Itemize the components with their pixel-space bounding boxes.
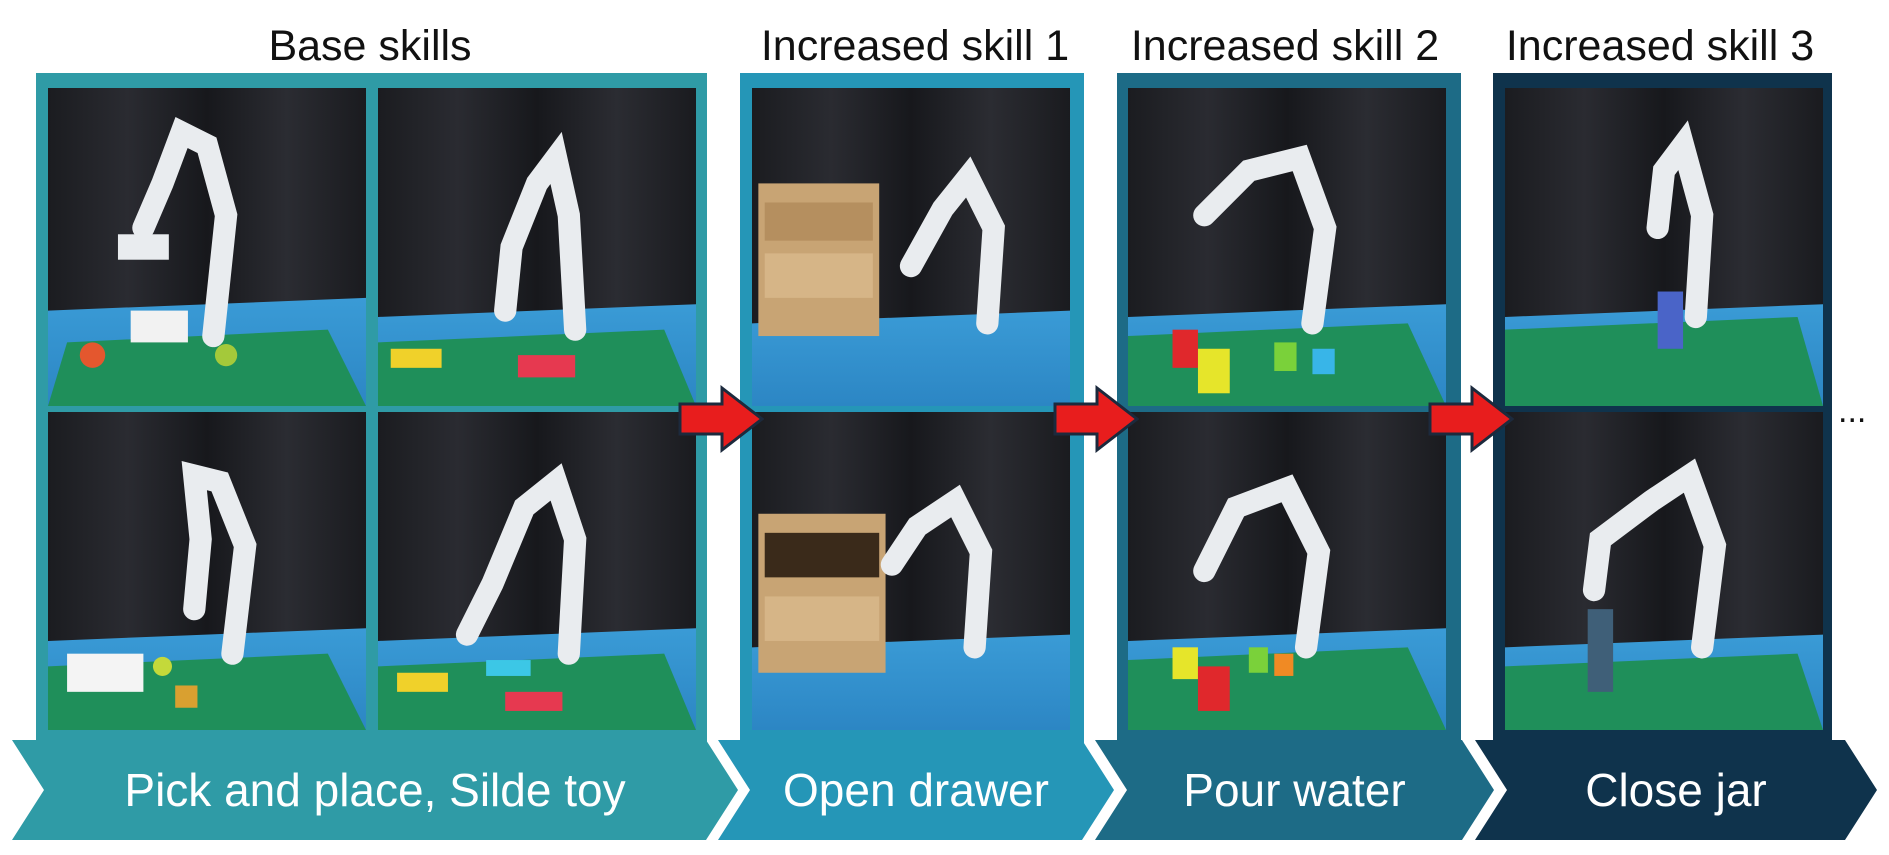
skill-label-close-jar: Close jar: [1585, 764, 1767, 816]
photo-base-skill-4: [378, 412, 696, 730]
transition-arrow-3-icon: [1428, 384, 1514, 454]
skill-label-pour-water: Pour water: [1183, 764, 1406, 816]
stage-title-increased-skill-1: Increased skill 1: [760, 22, 1070, 70]
photo-increased-skill-3-top: [1505, 88, 1823, 406]
photo-increased-skill-2-top: [1128, 88, 1446, 406]
stage-title-increased-skill-3: Increased skill 3: [1505, 22, 1815, 70]
chevron-stage-4: [1475, 740, 1877, 840]
skill-label-open-drawer: Open drawer: [783, 764, 1049, 816]
stage-title-base-skills: Base skills: [268, 22, 472, 70]
chevron-stage-3: [1095, 740, 1494, 840]
photo-base-skill-1: [48, 88, 366, 406]
photo-increased-skill-1-top: [752, 88, 1070, 406]
photo-increased-skill-3-bottom: [1505, 412, 1823, 730]
continuation-ellipsis: ...: [1838, 392, 1867, 430]
skill-label-base: Pick and place, Silde toy: [124, 764, 626, 816]
transition-arrow-2-icon: [1053, 384, 1139, 454]
photo-base-skill-3: [48, 412, 366, 730]
photo-base-skill-2: [378, 88, 696, 406]
stage-title-increased-skill-2: Increased skill 2: [1130, 22, 1440, 70]
photo-increased-skill-2-bottom: [1128, 412, 1446, 730]
photo-increased-skill-1-bottom: [752, 412, 1070, 730]
chevron-stage-2: [718, 740, 1114, 840]
chevron-stage-1: [12, 740, 738, 840]
transition-arrow-1-icon: [678, 384, 764, 454]
